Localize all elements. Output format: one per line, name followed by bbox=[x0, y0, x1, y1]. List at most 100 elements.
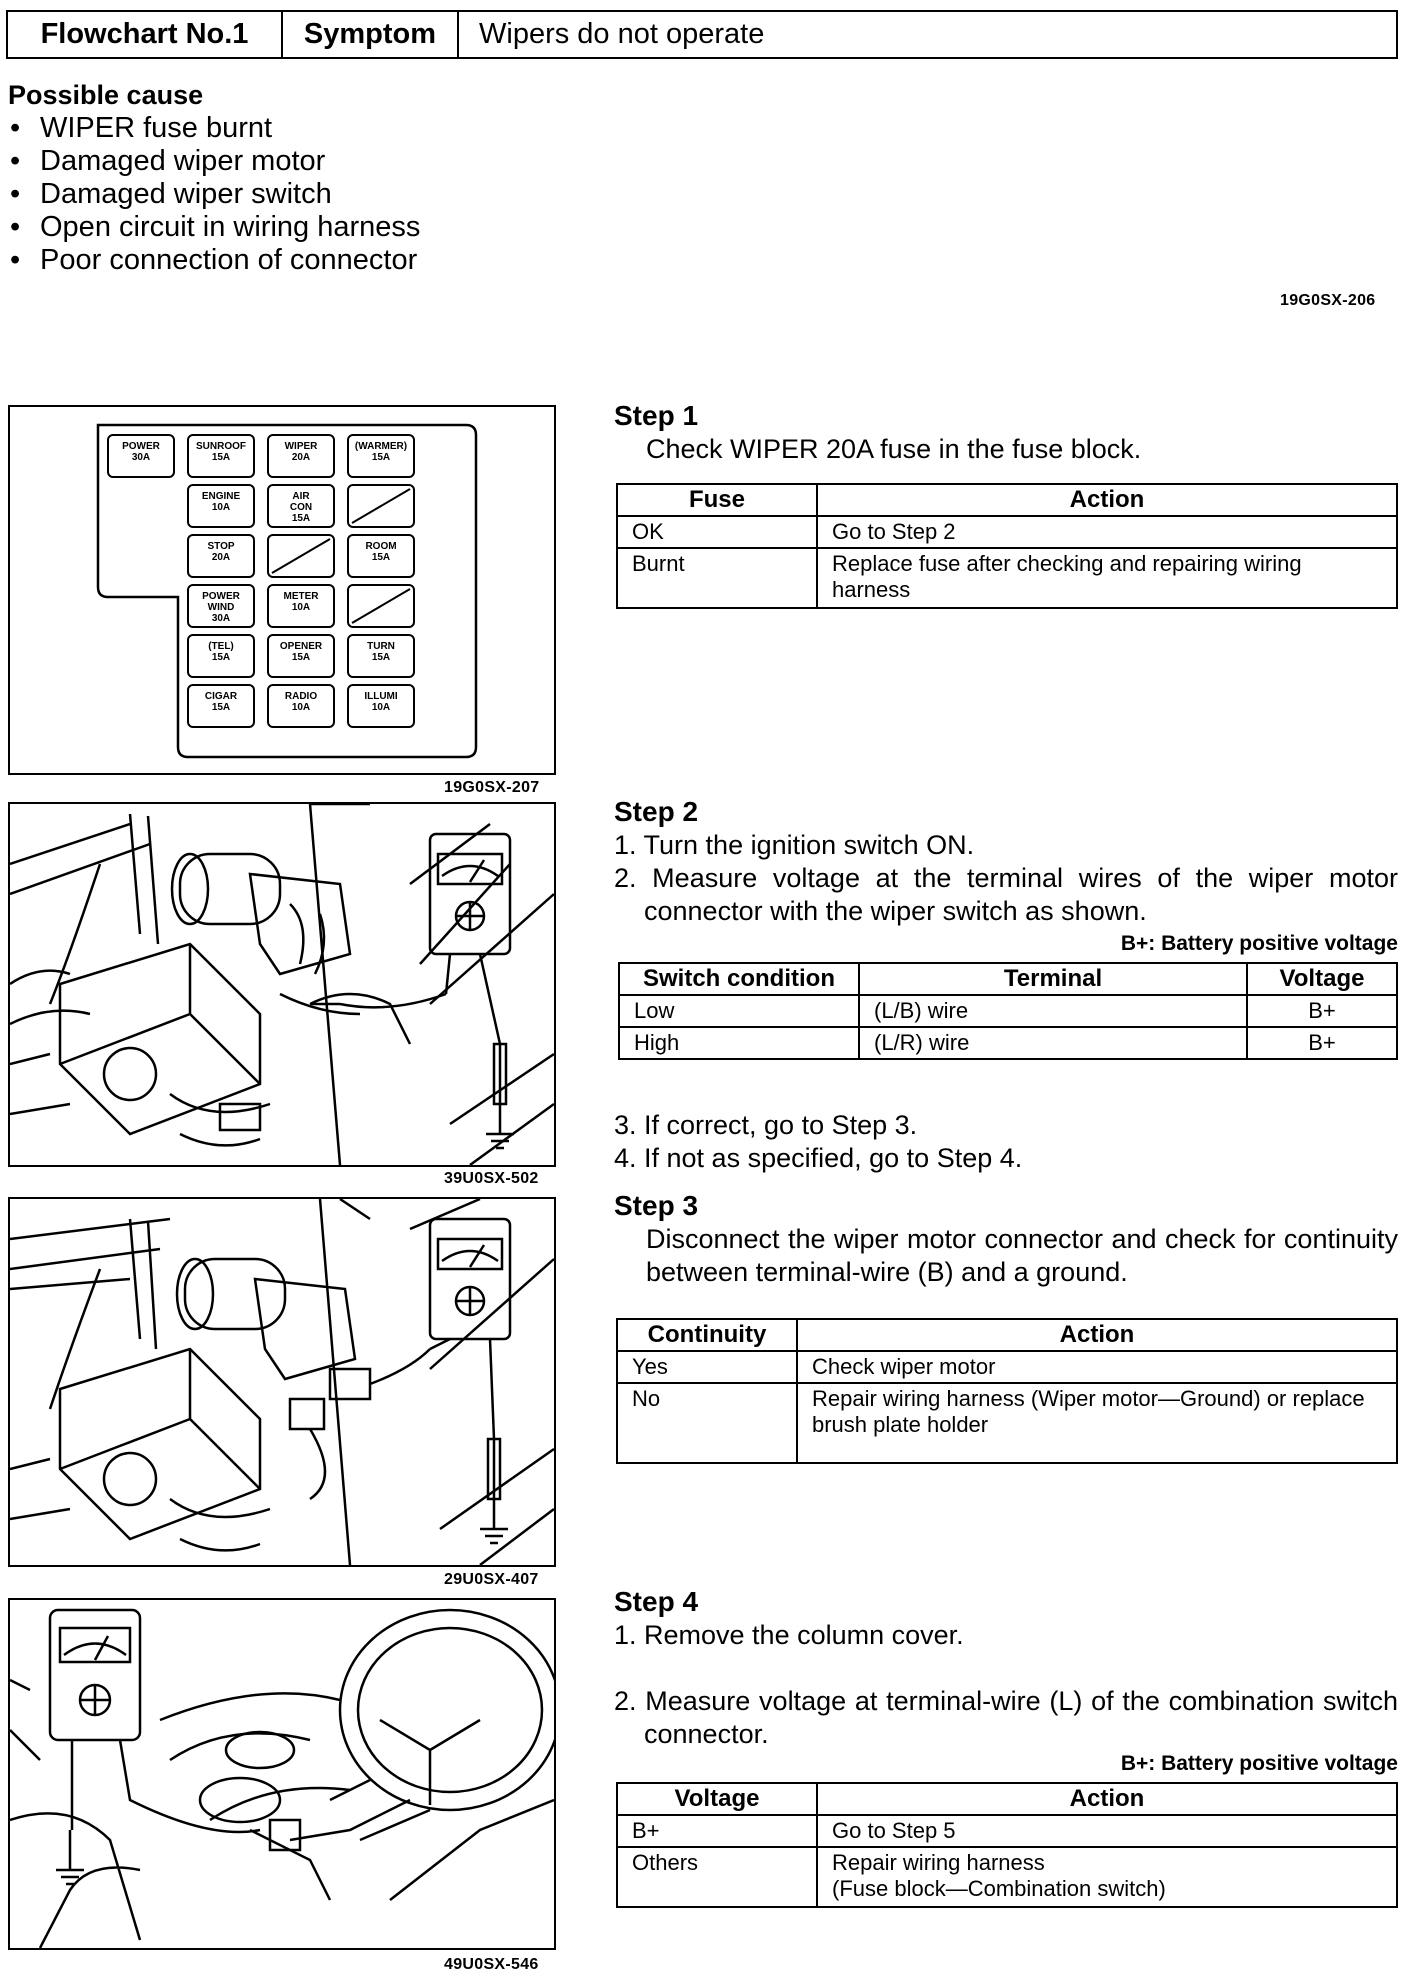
step2-cell: (L/B) wire bbox=[858, 994, 1248, 1028]
step4-title: Step 4 bbox=[614, 1586, 699, 1617]
step3-instruction: Disconnect the wiper motor connector and… bbox=[646, 1224, 1398, 1287]
step3-header: Continuity bbox=[616, 1318, 798, 1352]
fuse-label: WIND bbox=[208, 602, 235, 613]
step1-cell: Go to Step 2 bbox=[816, 515, 1398, 549]
fuse-label: POWER bbox=[202, 591, 241, 602]
step1-cell: Replace fuse after checking and repairin… bbox=[816, 547, 1398, 609]
fuse-slot bbox=[347, 534, 415, 578]
fuse-slot bbox=[347, 684, 415, 728]
fuse-slot bbox=[187, 684, 255, 728]
fuse-label: POWER bbox=[122, 441, 161, 452]
possible-cause-title: Possible cause bbox=[8, 80, 204, 110]
fuse-slot bbox=[267, 434, 335, 478]
step2-followup: 3. If correct, go to Step 3. 4. If not a… bbox=[614, 1109, 1022, 1175]
cause-item: Open circuit in wiring harness bbox=[8, 211, 420, 244]
step2-title: Step 2 bbox=[614, 796, 699, 827]
fuse-label: WIPER bbox=[285, 441, 319, 452]
flowchart-header: Flowchart No.1 Symptom Wipers do not ope… bbox=[6, 10, 1398, 59]
fuse-slot bbox=[267, 684, 335, 728]
cause-item: WIPER fuse burnt bbox=[8, 112, 420, 145]
fuse-slot bbox=[187, 434, 255, 478]
fuse-amperage: 15A bbox=[212, 702, 230, 713]
empty-fuse-slot bbox=[347, 484, 415, 528]
fuse-slot bbox=[187, 484, 255, 528]
fuse-amperage: 10A bbox=[292, 602, 310, 613]
fuse-label: (TEL) bbox=[208, 641, 234, 652]
fuse-label: (WARMER) bbox=[355, 441, 407, 452]
fuse-label: CON bbox=[290, 502, 312, 513]
cause-item: Damaged wiper switch bbox=[8, 178, 420, 211]
steering-column-illustration bbox=[9, 1608, 562, 1949]
step2-header: Voltage bbox=[1246, 962, 1398, 996]
fuse-label: AIR bbox=[292, 491, 310, 502]
fuse-amperage: 20A bbox=[212, 552, 230, 563]
fuse-amperage: 15A bbox=[292, 513, 310, 524]
step3-cell: Repair wiring harness (Wiper motor—Groun… bbox=[796, 1382, 1398, 1464]
fuse-label: RADIO bbox=[285, 691, 317, 702]
figure4-ref-code: 49U0SX-546 bbox=[444, 1956, 539, 1973]
step2-item: 4. If not as specified, go to Step 4. bbox=[614, 1143, 1023, 1173]
step2-item: 2. Measure voltage at the terminal wires… bbox=[614, 863, 1398, 926]
fuse-slot bbox=[267, 584, 335, 628]
fuse-label: STOP bbox=[207, 541, 234, 552]
empty-slot-slash bbox=[351, 488, 411, 524]
step3-title: Step 3 bbox=[614, 1190, 699, 1221]
fuse-label: CIGAR bbox=[205, 691, 238, 702]
fuse-amperage: 10A bbox=[212, 502, 230, 513]
fuse-amperage: 20A bbox=[292, 452, 310, 463]
empty-slot-slash bbox=[351, 588, 411, 624]
empty-fuse-slot bbox=[347, 584, 415, 628]
step1-header-action: Action bbox=[816, 483, 1398, 517]
empty-slot-slash bbox=[271, 538, 331, 574]
step1-instruction: Check WIPER 20A fuse in the fuse block. bbox=[646, 434, 1142, 464]
wiper-motor-voltage-figure bbox=[8, 802, 556, 1167]
step1-title: Step 1 bbox=[614, 400, 699, 431]
fuse-label: METER bbox=[284, 591, 320, 602]
fuse-amperage: 15A bbox=[292, 652, 310, 663]
fuse-amperage: 30A bbox=[132, 452, 150, 463]
table-row: B+Go to Step 5 bbox=[616, 1814, 1398, 1848]
fuse-amperage: 30A bbox=[212, 613, 230, 624]
continuity-check-figure bbox=[8, 1197, 556, 1567]
figure3-ref-code: 29U0SX-407 bbox=[444, 1571, 539, 1588]
step3-cell: Yes bbox=[616, 1350, 798, 1384]
step3-cell: No bbox=[616, 1382, 798, 1464]
wiper-motor-illustration bbox=[9, 802, 555, 1167]
step2-cell: High bbox=[618, 1026, 860, 1060]
fuse-slot bbox=[347, 634, 415, 678]
fuse-amperage: 15A bbox=[212, 652, 230, 663]
step4-cell: B+ bbox=[616, 1814, 818, 1848]
step3-cell: Check wiper motor bbox=[796, 1350, 1398, 1384]
step4-voltage-note: B+: Battery positive voltage bbox=[1120, 1752, 1398, 1775]
step2-cell: (L/R) wire bbox=[858, 1026, 1248, 1060]
step2-voltage-note: B+: Battery positive voltage bbox=[1120, 932, 1398, 955]
fuse-label: ROOM bbox=[365, 541, 396, 552]
fuse-label: SUNROOF bbox=[196, 441, 246, 452]
step1-header-fuse: Fuse bbox=[616, 483, 818, 517]
cause-item: Damaged wiper motor bbox=[8, 145, 420, 178]
step2-item: 3. If correct, go to Step 3. bbox=[614, 1110, 918, 1140]
step2-cell: Low bbox=[618, 994, 860, 1028]
step2-instructions: 1. Turn the ignition switch ON. 2. Measu… bbox=[614, 829, 1398, 928]
step2-item: 1. Turn the ignition switch ON. bbox=[614, 830, 975, 860]
fuse-amperage: 15A bbox=[372, 652, 390, 663]
flowchart-number: Flowchart No.1 bbox=[8, 12, 283, 57]
symptom-text: Wipers do not operate bbox=[479, 18, 765, 50]
possible-cause-list: WIPER fuse burnt Damaged wiper motor Dam… bbox=[8, 112, 420, 277]
empty-fuse-slot bbox=[267, 534, 335, 578]
step4-cell: Others bbox=[616, 1846, 818, 1908]
fuse-block-diagram: POWER30ASUNROOF15AWIPER20A(WARMER)15AENG… bbox=[96, 423, 478, 759]
figure1-ref-code: 19G0SX-207 bbox=[444, 779, 540, 796]
